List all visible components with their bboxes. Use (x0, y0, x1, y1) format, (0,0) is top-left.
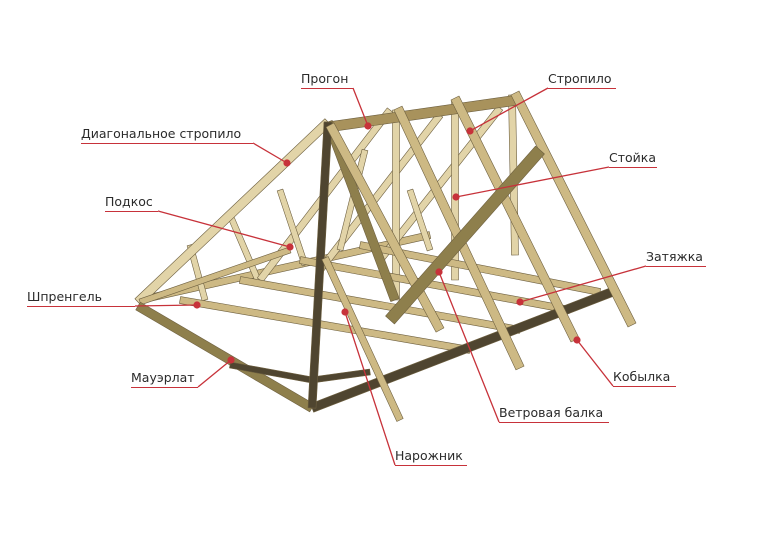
corner-brace-2 (311, 368, 371, 384)
underline-narozhnik (395, 465, 467, 466)
leader-zatyazhka (519, 265, 647, 303)
leader-mauerlat (197, 359, 232, 388)
post-1 (392, 109, 400, 301)
underline-stropilo (548, 88, 616, 89)
underline-diagonal-rafter (81, 143, 253, 144)
tie-4 (359, 241, 601, 296)
brace-3 (406, 188, 434, 252)
leader-stoyka (455, 166, 610, 198)
underline-vetrovaya-balka (499, 422, 609, 423)
underline-kobylka (613, 386, 676, 387)
underline-stoyka (609, 167, 657, 168)
leader-narozhnik (344, 311, 396, 466)
label-shprengel: Шпренгель (27, 289, 102, 304)
label-stropilo: Стропило (548, 71, 612, 86)
leader-diag (252, 142, 288, 164)
label-mauerlat: Мауэрлат (131, 370, 195, 385)
label-narozhnik: Нарожник (395, 448, 463, 463)
underline-progon (301, 88, 353, 89)
narozhnik (321, 256, 404, 422)
wind-beam (385, 145, 545, 325)
leader-progon (352, 87, 369, 127)
label-zatyazhka: Затяжка (646, 249, 703, 264)
underline-podkos (105, 211, 158, 212)
leader-podkos (157, 210, 291, 248)
front-rafter-2 (307, 121, 333, 409)
leader-kobylka (576, 339, 614, 387)
label-stoyka: Стойка (609, 150, 656, 165)
front-rafter-1 (323, 120, 400, 302)
underline-mauerlat (131, 387, 198, 388)
label-vetrovaya-balka: Ветровая балка (499, 405, 604, 420)
label-progon: Прогон (301, 71, 349, 86)
label-podkos: Подкос (105, 194, 153, 209)
front-rafter-3 (325, 122, 445, 333)
label-diagonal-rafter: Диагональное стропило (81, 126, 242, 141)
underline-shprengel (27, 306, 135, 307)
label-kobylka: Кобылка (613, 369, 671, 384)
leader-vetrovaya (438, 271, 500, 423)
underline-zatyazhka (646, 266, 706, 267)
leader-shprengel (134, 304, 198, 307)
mauerlat-front (310, 287, 614, 413)
leader-stropilo (469, 87, 549, 132)
front-rafter-6 (510, 90, 637, 328)
